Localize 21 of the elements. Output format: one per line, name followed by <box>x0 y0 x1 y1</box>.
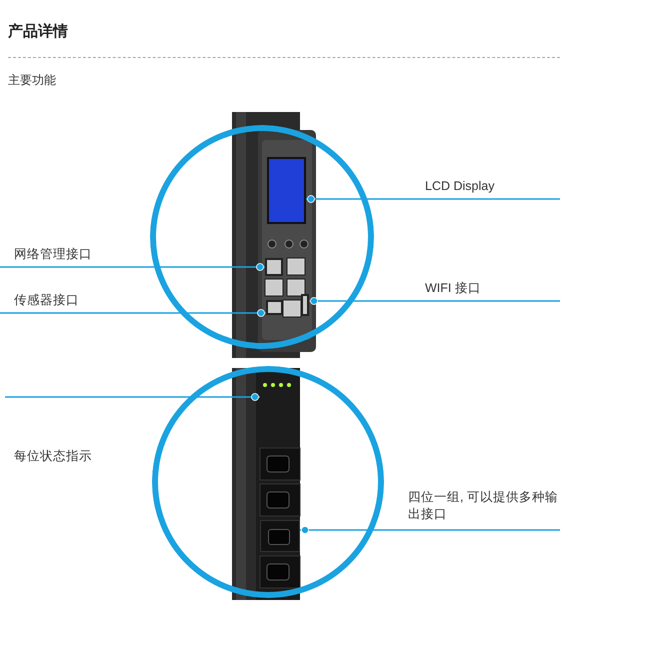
callout-text: 四位一组, 可以提供多种输出接口 <box>408 489 560 530</box>
wifi-port <box>301 294 309 316</box>
callout-text: LCD Display <box>425 178 560 200</box>
network-port <box>265 258 283 276</box>
callout-text: WIFI 接口 <box>425 280 560 302</box>
leader-line <box>0 263 266 271</box>
page-title: 产品详情 <box>8 22 68 41</box>
callout-text: 传感器接口 <box>0 292 120 314</box>
leader-line <box>4 393 261 401</box>
magnifier-circle <box>150 125 374 349</box>
leader-line <box>305 195 561 203</box>
section-label: 主要功能 <box>8 72 56 89</box>
power-outlet <box>260 520 300 552</box>
lcd-screen <box>267 157 306 224</box>
callout-text: 每位状态指示 <box>14 448 134 468</box>
leader-line <box>308 297 561 305</box>
leader-line <box>0 309 267 317</box>
magnifier-circle <box>152 366 384 598</box>
leader-line <box>299 526 561 534</box>
sensor-port <box>266 300 283 315</box>
callout-text: 网络管理接口 <box>0 246 120 268</box>
